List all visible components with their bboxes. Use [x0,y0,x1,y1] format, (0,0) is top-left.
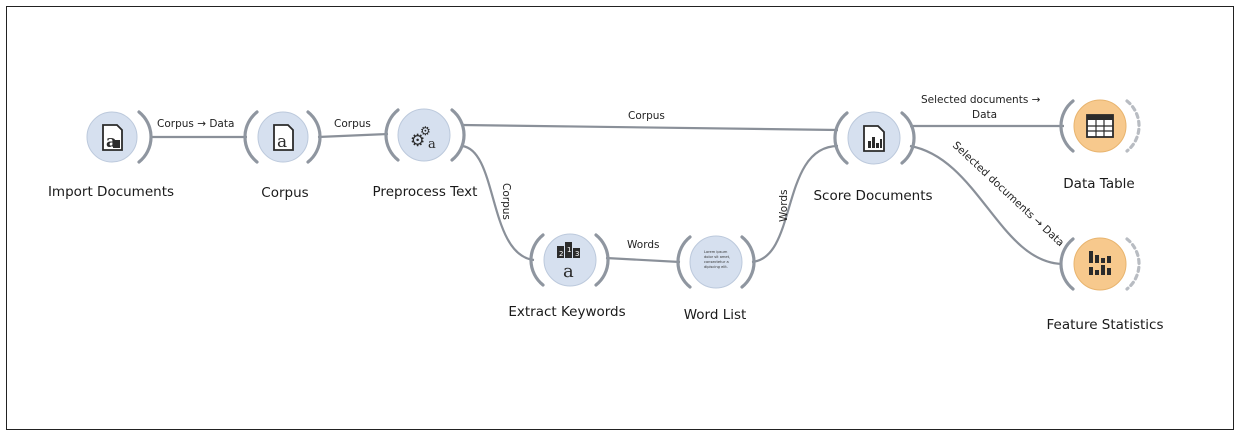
input-channel[interactable] [384,108,400,162]
output-channel[interactable] [450,108,466,162]
data-table-icon [1086,114,1114,138]
output-channel[interactable] [306,110,322,164]
node-label: Data Table [1063,176,1134,192]
svg-text:dolor sit amet,: dolor sit amet, [704,255,730,259]
word-list-icon: Lorem ipsum dolor sit amet, consectetur … [704,250,730,269]
preprocess-text-icon: ⚙ ⚙ a [410,124,436,152]
canvas-frame [6,6,1234,430]
score-documents-icon [863,125,885,152]
input-channel[interactable] [833,111,849,165]
link-label-preprocess-score: Corpus [628,110,665,122]
node-score-documents[interactable]: Score Documents [813,111,933,204]
link-preprocess-to-extract[interactable] [461,144,535,262]
node-label: Corpus [261,185,308,201]
svg-text:a: a [106,132,117,152]
svg-text:2: 2 [559,250,563,258]
node-data-table[interactable]: Data Table [1059,99,1141,192]
node-feature-statistics[interactable]: Feature Statistics [1046,237,1164,333]
link-label-wordlist-score: Words [778,190,790,222]
import-documents-icon: a [102,124,123,152]
input-channel[interactable] [1059,99,1075,153]
svg-text:a: a [563,261,574,282]
link-label-extract-wordlist: Words [627,239,659,251]
input-channel[interactable] [529,233,545,287]
node-circle [689,235,743,289]
node-label: Preprocess Text [373,184,478,200]
link-preprocess-to-score[interactable] [461,123,839,132]
svg-text:consectetur a: consectetur a [704,260,729,264]
link-wordlist-to-score[interactable] [751,144,839,264]
link-extract-to-wordlist[interactable] [605,256,681,264]
link-label-import-corpus: Corpus → Data [157,118,234,130]
link-label-preprocess-extract: Corpus [500,183,512,220]
node-label: Word List [684,307,747,323]
node-preprocess-text[interactable]: ⚙ ⚙ a Preprocess Text [373,108,478,200]
link-label-score-datatable-line2: Data [972,109,997,121]
link-corpus-to-preprocess[interactable] [317,132,389,139]
extract-keywords-icon: 2 1 3 a [557,242,580,282]
svg-text:1: 1 [567,246,571,254]
node-label: Import Documents [48,184,174,200]
input-channel[interactable] [676,235,692,289]
node-import-documents[interactable]: a Import Documents [48,110,174,200]
node-label: Score Documents [813,188,932,204]
link-label-score-datatable-line1: Selected documents → [921,94,1041,106]
feature-statistics-icon [1089,251,1111,275]
node-word-list[interactable]: Lorem ipsum dolor sit amet, consectetur … [676,235,756,323]
svg-text:⚙: ⚙ [420,124,431,138]
input-channel[interactable] [243,110,259,164]
node-label: Feature Statistics [1046,317,1163,333]
node-label: Extract Keywords [508,304,625,320]
output-channel[interactable] [740,235,756,289]
node-corpus[interactable]: a Corpus [243,110,322,201]
svg-text:Lorem ipsum: Lorem ipsum [704,250,728,254]
svg-text:a: a [277,132,287,152]
svg-text:a: a [428,137,436,152]
corpus-icon: a [273,124,294,152]
link-score-to-featurestats[interactable] [909,144,1063,266]
output-channel-unconnected[interactable] [1125,99,1141,153]
svg-text:⚙: ⚙ [410,131,425,151]
node-circle [1073,237,1127,291]
svg-text:dipiscing elit.: dipiscing elit. [704,265,728,269]
svg-text:3: 3 [575,250,579,258]
output-channel-unconnected[interactable] [1125,237,1141,291]
output-channel[interactable] [594,233,610,287]
node-extract-keywords[interactable]: 2 1 3 a Extract Keywords [508,233,626,320]
input-channel[interactable] [1059,237,1075,291]
links [150,123,1064,266]
output-channel[interactable] [900,111,916,165]
output-channel[interactable] [137,110,153,164]
node-circle [397,108,451,162]
link-label-corpus-preprocess: Corpus [334,118,371,130]
